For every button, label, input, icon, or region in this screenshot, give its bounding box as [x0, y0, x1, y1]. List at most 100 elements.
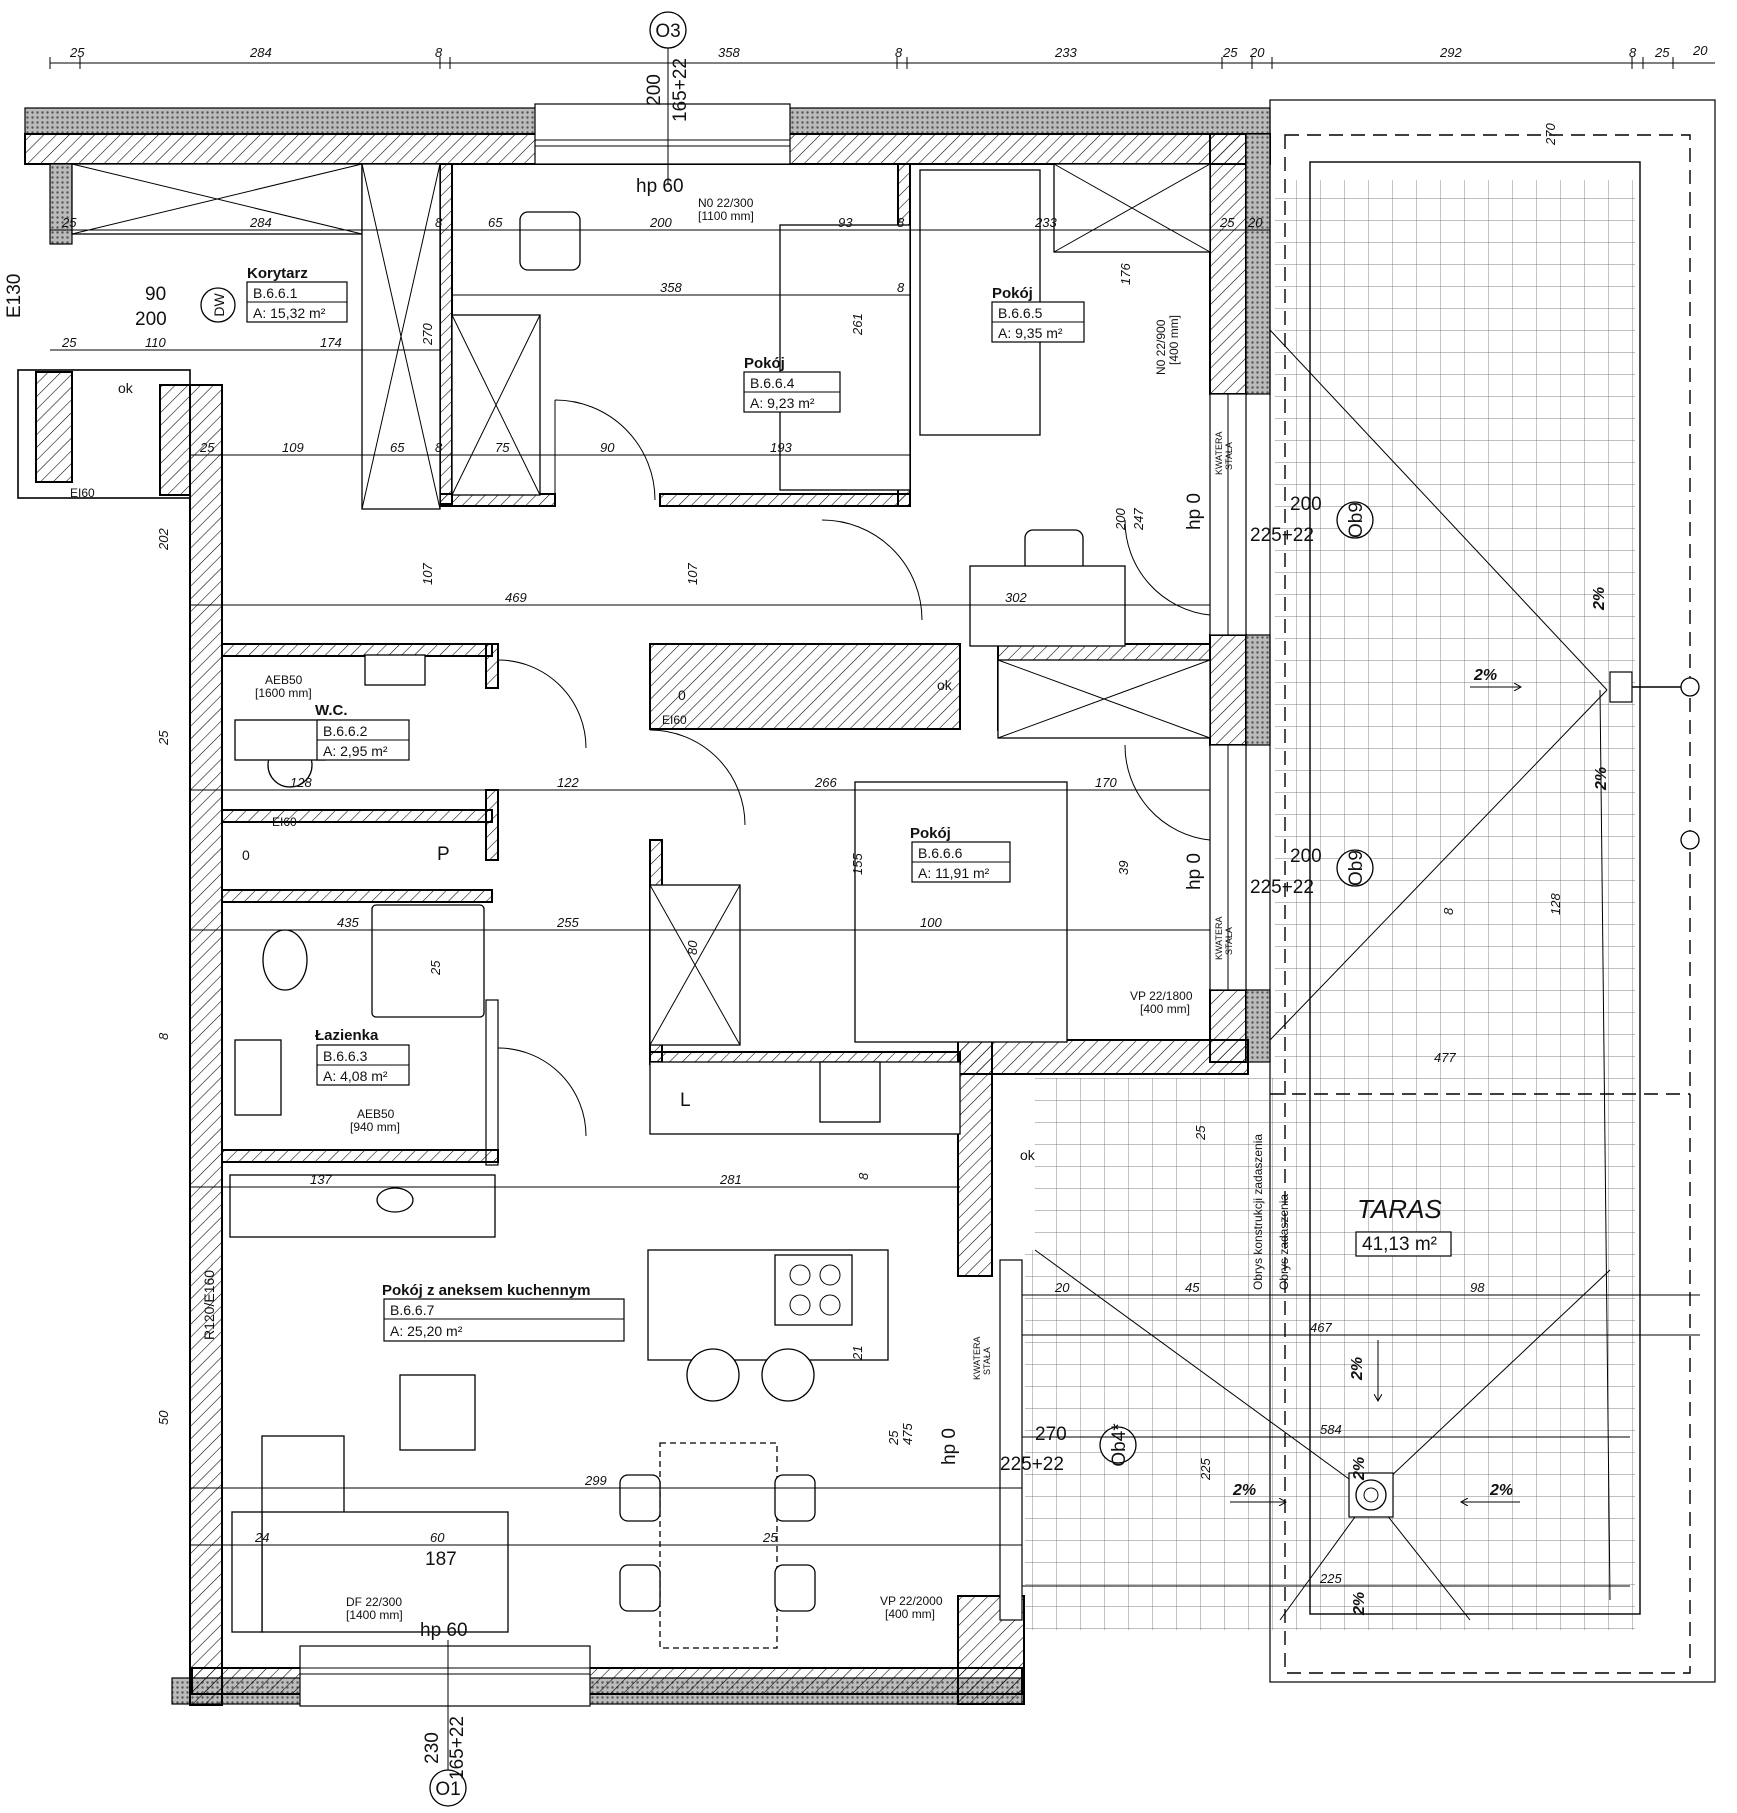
dim-v-366: 225: [1198, 1458, 1213, 1481]
dim-row1-9: 20: [1247, 215, 1263, 230]
marker-ob9b-w: 200: [1290, 846, 1322, 867]
room-salon-name: Pokój z aneksem kuchennym: [382, 1282, 590, 1299]
room-lazienka-area: A: 4,08 m²: [323, 1068, 388, 1084]
dim-row2-2: 65: [390, 440, 405, 455]
room-pokoj4-name: Pokój: [744, 355, 785, 372]
room-lazienka-name: Łazienka: [315, 1027, 379, 1044]
window-marker-ob9-upper: Ob9 200 225+22: [1250, 494, 1374, 546]
radiator-aeb-wc-mm: [1600 mm]: [255, 686, 312, 700]
room-korytarz-area: A: 15,32 m²: [253, 305, 326, 321]
dim-top-3: 358: [718, 45, 740, 60]
room-korytarz: Korytarz B.6.6.1 A: 15,32 m²: [246, 265, 348, 323]
door-marker-dw: DW 90 200: [135, 284, 236, 330]
dim-281b: 477: [1434, 1050, 1456, 1065]
dim-kor-25: 25: [61, 335, 77, 350]
dim-row1-8: 25: [1219, 215, 1235, 230]
dim-row1-5: 93: [838, 215, 853, 230]
dim-v-155: 80: [685, 940, 700, 955]
dim-299: 25: [762, 1530, 778, 1545]
marker-ob9b-h: 225+22: [1250, 877, 1314, 898]
chimney-ok-a: ok: [118, 380, 134, 396]
dim-top-8: 292: [1439, 45, 1462, 60]
door-dw-w: 90: [145, 284, 166, 305]
room-pokoj5-name: Pokój: [992, 285, 1033, 302]
interior-dimensions: 25 284 8 65 200 93 8 233 25 20 358 8 25 …: [50, 123, 1700, 1587]
shaft-zero-a: 0: [678, 687, 686, 703]
chimney-ok-c: ok: [1020, 1147, 1036, 1163]
radiator-n0-top-mm: [1100 mm]: [698, 209, 754, 223]
marker-dw-label: DW: [211, 293, 227, 317]
slope-a: 2%: [1591, 587, 1608, 611]
radiator-aeb-laz-mm: [940 mm]: [350, 1120, 400, 1134]
fire-rating-e130: E130: [4, 274, 25, 318]
dim-281: 98: [1470, 1280, 1485, 1295]
dim-128: 128: [290, 775, 312, 790]
dim-top-11: 20: [1692, 43, 1708, 58]
furniture: [71, 163, 1211, 1649]
radiator-vp1800: VP 22/1800: [1130, 989, 1193, 1003]
slope-g: 2%: [1351, 1457, 1368, 1481]
slope-b: 2%: [1473, 667, 1497, 684]
radiator-df: DF 22/300: [346, 1595, 402, 1609]
room-pokoj-6: Pokój B.6.6.6 A: 11,91 m²: [910, 825, 1011, 883]
slope-indicators: 2% 2% 2% 2% 2% 2% 2% 2%: [1230, 587, 1610, 1616]
slope-d: 2%: [1349, 1357, 1366, 1381]
technical-labels: E130 R120/E160 hp 60 hp 60 hp 0 hp 0 hp …: [4, 176, 1291, 1641]
sill-hp60-bottom: hp 60: [420, 1620, 468, 1641]
dim-v-200b: 39: [1116, 861, 1131, 875]
dim-122a: 122: [557, 775, 579, 790]
dim-435: 100: [920, 915, 942, 930]
slope-f: 2%: [1489, 1482, 1513, 1499]
room-salon-id: B.6.6.7: [390, 1302, 435, 1318]
room-pokoj4-area: A: 9,23 m²: [750, 395, 815, 411]
roof-outline-2: Obrys zadaszenia: [1277, 1194, 1291, 1290]
dim-v-45: 270: [1543, 123, 1558, 146]
marker-ob4-h: 225+22: [1000, 1454, 1064, 1475]
room-taras-area: 41,13 m²: [1362, 1234, 1437, 1255]
dim-row1-7: 233: [1034, 215, 1057, 230]
dim-top-7: 20: [1249, 45, 1265, 60]
fixed-glazing-b: KWATERA: [1214, 916, 1224, 960]
dim-302: 302: [1005, 590, 1027, 605]
dim-266: 266: [814, 775, 837, 790]
dim-v-100: 25: [428, 960, 443, 976]
dim-v-128: 25: [156, 730, 171, 746]
dim-v-1142: 8: [1441, 907, 1456, 915]
terrace: [1025, 99, 1716, 1683]
radiator-df-mm: [1400 mm]: [346, 1608, 403, 1622]
room-korytarz-name: Korytarz: [247, 265, 308, 282]
room-taras-name: TARAS: [1357, 1194, 1442, 1224]
room-wc-name: W.C.: [315, 702, 348, 719]
dim-row1-2: 8: [435, 215, 443, 230]
roof-outline-1: Obrys konstrukcji zadaszenia: [1251, 1134, 1265, 1290]
room-pokoj6-name: Pokój: [910, 825, 951, 842]
top-dimension-chain: 25 284 8 358 8 233 25 20 292 8 25 20: [49, 43, 1715, 69]
dim-top-5: 233: [1054, 45, 1077, 60]
dim-row1-3: 65: [488, 215, 503, 230]
fire-rating-r120: R120/E160: [201, 1270, 217, 1340]
dim-486: 467: [1310, 1320, 1332, 1335]
dim-206b: 137: [310, 1172, 332, 1187]
room-lazienka: Łazienka B.6.6.3 A: 4,08 m²: [315, 1027, 410, 1086]
dim-469: 469: [505, 590, 527, 605]
dim-57: 20: [1054, 1280, 1070, 1295]
dim-60: 24: [254, 1530, 269, 1545]
door-swings: [497, 399, 1211, 1137]
dim-kor-110: 110: [145, 335, 166, 350]
dim-top-4: 8: [895, 45, 903, 60]
dim-v-1154: 128: [1548, 893, 1563, 915]
room-lazienka-id: B.6.6.3: [323, 1048, 368, 1064]
radiator-aeb-wc: AEB50: [265, 673, 303, 687]
marker-o3-h: 165+22: [670, 58, 691, 122]
chimney-ok-b: ok: [937, 677, 953, 693]
dim-top-2: 8: [435, 45, 443, 60]
window-marker-ob9-lower: Ob9 200 225+22: [1250, 846, 1374, 898]
sill-hp60-top: hp 60: [636, 176, 684, 197]
radiator-aeb-laz: AEB50: [357, 1107, 395, 1121]
dim-row1-6: 8: [897, 215, 905, 230]
exterior-walls: [17, 103, 1271, 1707]
dim-row2-3: 8: [435, 440, 443, 455]
dim-v-255: 155: [850, 853, 865, 875]
dim-475a: 584: [1320, 1422, 1342, 1437]
